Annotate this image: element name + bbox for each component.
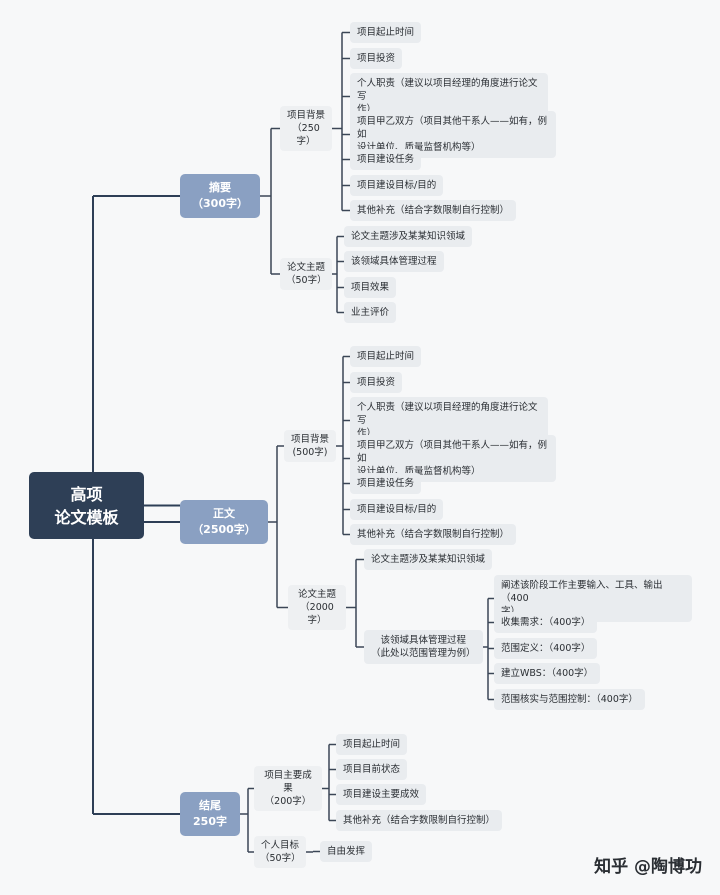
body-background-node: 项目背景 (500字): [284, 430, 336, 462]
body-bg-item: 项目建设目标/目的: [350, 499, 444, 520]
body-process-subitem: 收集需求：（400字）: [494, 612, 598, 633]
body-topic-node: 论文主题 （2000字）: [288, 585, 346, 630]
body-topic-process: 该领域具体管理过程 （此处以范围管理为例）: [364, 630, 483, 664]
abstract-bg-item: 项目建设任务: [350, 149, 422, 170]
body-topic-item: 论文主题涉及某某知识领域: [364, 549, 493, 570]
body-process-subitem: 建立WBS：（400字）: [494, 663, 601, 684]
abstract-topic-item: 业主评价: [344, 302, 397, 323]
watermark: 知乎 @陶博功: [594, 857, 702, 877]
abstract-topic-item: 项目效果: [344, 277, 397, 298]
body-bg-item: 项目投资: [350, 372, 403, 393]
abstract-bg-item: 项目甲乙双方（项目其他干系人——如有，例如 设计单位、质量监督机构等）: [350, 111, 556, 158]
abstract-bg-item: 其他补充（结合字数限制自行控制）: [350, 200, 517, 221]
section-ending: 结尾 250字: [180, 792, 240, 836]
ending-results-item: 项目建设主要成效: [336, 784, 427, 805]
ending-results-item: 其他补充（结合字数限制自行控制）: [336, 810, 503, 831]
abstract-background-node: 项目背景 （250字）: [280, 106, 332, 151]
body-bg-item: 项目建设任务: [350, 473, 422, 494]
ending-personal-node: 个人目标 （50字）: [254, 836, 306, 868]
abstract-topic-node: 论文主题 （50字）: [280, 258, 332, 290]
body-process-subitem: 范围定义：（400字）: [494, 638, 598, 659]
ending-personal-item: 自由发挥: [320, 841, 373, 862]
abstract-bg-item: 项目投资: [350, 48, 403, 69]
body-process-subitem: 范围核实与范围控制：（400字）: [494, 689, 645, 710]
root-node: 高项 论文模板: [29, 472, 144, 539]
abstract-topic-item: 论文主题涉及某某知识领域: [344, 226, 473, 247]
body-bg-item: 其他补充（结合字数限制自行控制）: [350, 524, 517, 545]
ending-results-item: 项目目前状态: [336, 759, 408, 780]
ending-results-node: 项目主要成果 （200字）: [254, 766, 322, 811]
body-bg-item: 项目起止时间: [350, 346, 422, 367]
abstract-bg-item: 项目起止时间: [350, 22, 422, 43]
abstract-bg-item: 项目建设目标/目的: [350, 175, 444, 196]
ending-results-item: 项目起止时间: [336, 734, 408, 755]
section-abstract: 摘要 （300字）: [180, 174, 260, 218]
section-body: 正文 （2500字）: [180, 500, 268, 544]
abstract-topic-item: 该领域具体管理过程: [344, 251, 444, 272]
